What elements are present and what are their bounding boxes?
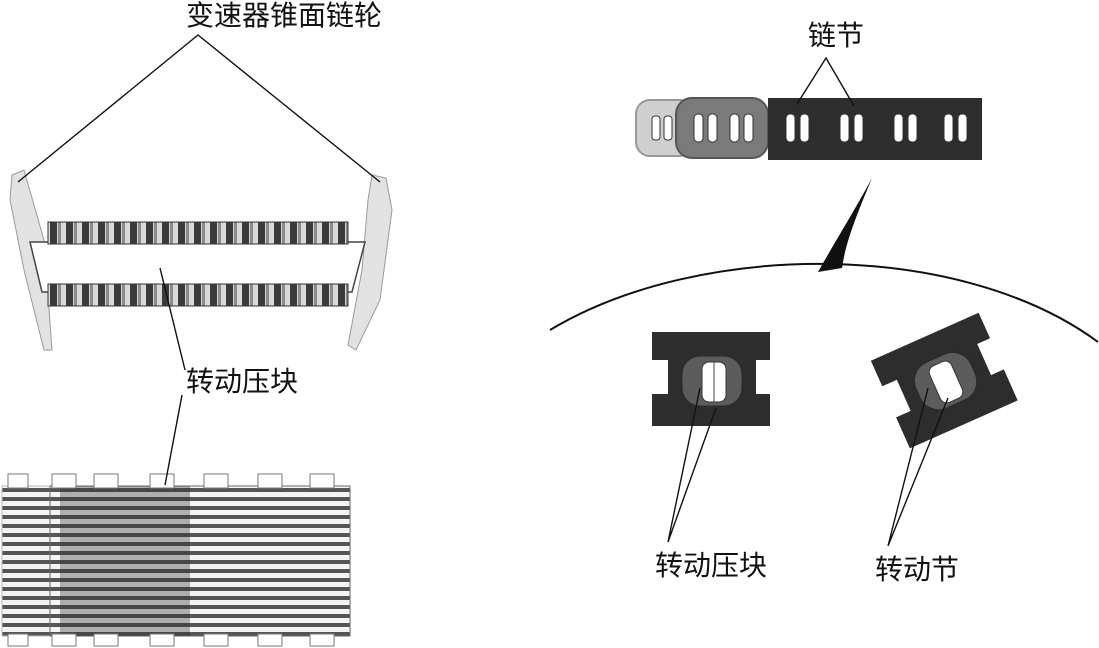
label-rocker-block-right: 转动压块	[655, 549, 768, 582]
zoom-rocker-block	[652, 332, 770, 426]
left-cone-pulley	[9, 169, 53, 351]
zoom-callout	[549, 178, 1099, 343]
label-rocker-block-left: 转动压块	[186, 365, 299, 398]
callout-arc	[549, 262, 1099, 343]
cone-sprocket-assembly	[9, 169, 393, 351]
label-cone-sprocket: 变速器锥面链轮	[186, 0, 383, 32]
chain-stack-shade	[60, 486, 190, 636]
chain-link-mid	[675, 97, 769, 159]
chain-plan-view	[1, 473, 351, 647]
chain-stack-dark	[49, 485, 351, 637]
label-rocker-joint: 转动节	[875, 553, 960, 586]
upper-chain-strand	[47, 221, 349, 245]
right-cone-pulley	[347, 174, 393, 351]
leader-lines-left	[17, 34, 381, 486]
chain-link-slots	[651, 113, 968, 143]
chain-strip	[635, 97, 982, 160]
zoom-rocker-joint	[870, 312, 1018, 449]
label-chain-link: 链节	[808, 19, 865, 52]
chain-stack-light	[1, 485, 51, 637]
lower-chain-strand	[47, 283, 349, 307]
pin-heads	[7, 473, 335, 647]
leader-lines-right	[667, 56, 949, 547]
callout-pointer	[818, 178, 872, 272]
